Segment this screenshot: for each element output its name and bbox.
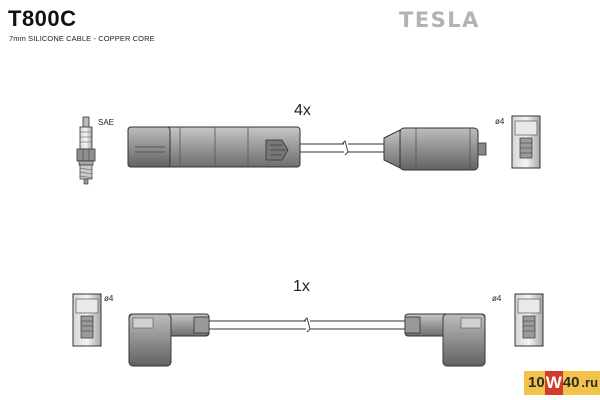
terminal-diameter-label-right: ø4 xyxy=(492,294,502,303)
watermark-part-1: 10 xyxy=(524,371,545,395)
coil-connector-straight xyxy=(383,127,487,171)
wire-set-2-quantity: 1x xyxy=(293,278,310,295)
watermark-part-4: .ru xyxy=(581,371,600,395)
coil-connector-angled-left xyxy=(128,313,210,367)
cable-description: 7mm SILICONE CABLE - COPPER CORE xyxy=(9,34,155,43)
watermark-part-3: 40 xyxy=(562,371,582,395)
spark-plug-type-label: SAE xyxy=(98,118,115,127)
terminal-cap-icon xyxy=(72,293,102,347)
wire-set-1-quantity: 4x xyxy=(294,102,311,119)
spark-plug-icon xyxy=(76,116,96,185)
terminal-diameter-label-top: ø4 xyxy=(495,117,505,126)
top-cable xyxy=(300,140,384,156)
terminal-diameter-label-left: ø4 xyxy=(104,294,114,303)
bottom-cable xyxy=(209,317,405,333)
watermark-part-2: W xyxy=(544,371,563,395)
coil-connector-angled-right xyxy=(404,313,486,367)
part-number: T800C xyxy=(8,6,77,31)
terminal-cap-icon xyxy=(514,293,544,347)
terminal-cap-icon xyxy=(511,115,541,169)
spark-plug-boot-straight xyxy=(127,126,301,168)
brand-logo-text: TESLA xyxy=(399,8,480,32)
